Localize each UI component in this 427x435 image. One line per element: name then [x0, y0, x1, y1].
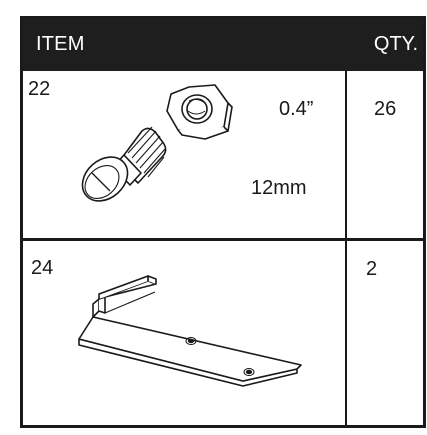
item-column-header: ITEM [36, 33, 85, 55]
parts-table: ITEM QTY. 22 0.4” 12mm 26 [20, 16, 426, 428]
dimension-inches-label: 0.4” [279, 98, 314, 120]
quantity-value: 26 [374, 98, 397, 120]
quantity-value: 2 [366, 258, 378, 280]
table-header: ITEM QTY. [23, 19, 423, 71]
column-divider [345, 71, 347, 428]
carriage-bolt-and-hex-nut-icon [81, 84, 233, 202]
dimension-mm-label: 12mm [251, 177, 307, 199]
quantity-column-header: QTY. [373, 33, 418, 55]
item-number: 22 [28, 78, 51, 100]
item-number: 24 [31, 257, 54, 279]
row-divider [23, 238, 423, 241]
hooked-mounting-bracket-icon [78, 275, 302, 387]
